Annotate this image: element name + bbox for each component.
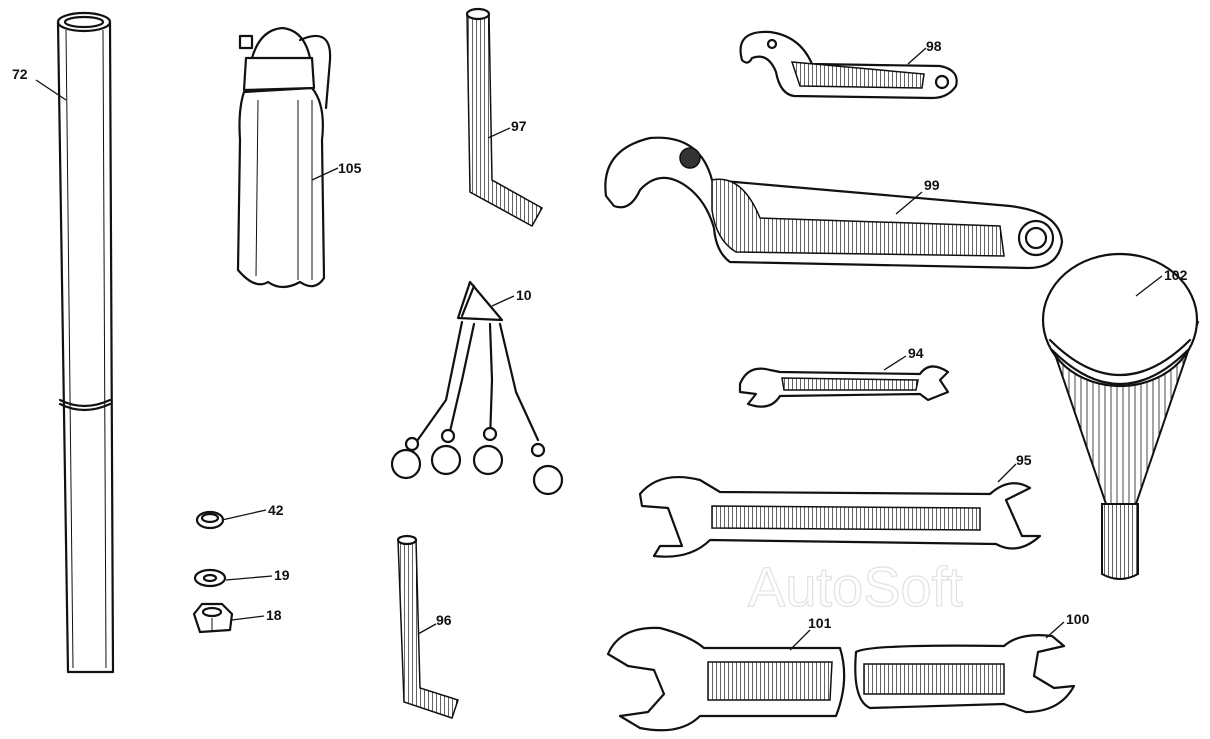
hook-wrench-99 bbox=[604, 136, 1064, 270]
label-100: 100 bbox=[1066, 611, 1090, 627]
oil-bottle-105 bbox=[236, 26, 332, 289]
label-99: 99 bbox=[924, 177, 940, 193]
tube-72 bbox=[56, 11, 115, 674]
watermark-text: AutoSoft bbox=[748, 555, 963, 618]
label-19: 19 bbox=[274, 567, 290, 583]
label-94: 94 bbox=[908, 345, 924, 361]
funnel-102 bbox=[1041, 252, 1200, 580]
label-96: 96 bbox=[436, 612, 452, 628]
hex-key-97 bbox=[465, 7, 544, 228]
open-wrench-101 bbox=[606, 626, 846, 732]
nut-18 bbox=[192, 602, 234, 634]
label-72: 72 bbox=[12, 66, 28, 82]
label-98: 98 bbox=[926, 38, 942, 54]
ring-42 bbox=[195, 510, 225, 530]
hook-wrench-98 bbox=[739, 30, 958, 100]
open-wrench-100 bbox=[854, 634, 1076, 714]
label-95: 95 bbox=[1016, 452, 1032, 468]
lifting-sling-10 bbox=[390, 280, 564, 496]
label-102: 102 bbox=[1164, 267, 1188, 283]
label-101: 101 bbox=[808, 615, 832, 631]
hex-key-96 bbox=[396, 534, 459, 719]
label-105: 105 bbox=[338, 160, 362, 176]
open-wrench-94 bbox=[738, 365, 950, 408]
washer-19 bbox=[193, 568, 227, 588]
label-10: 10 bbox=[516, 287, 532, 303]
label-18: 18 bbox=[266, 607, 282, 623]
label-42: 42 bbox=[268, 502, 284, 518]
label-97: 97 bbox=[511, 118, 527, 134]
open-wrench-95 bbox=[638, 476, 1042, 558]
